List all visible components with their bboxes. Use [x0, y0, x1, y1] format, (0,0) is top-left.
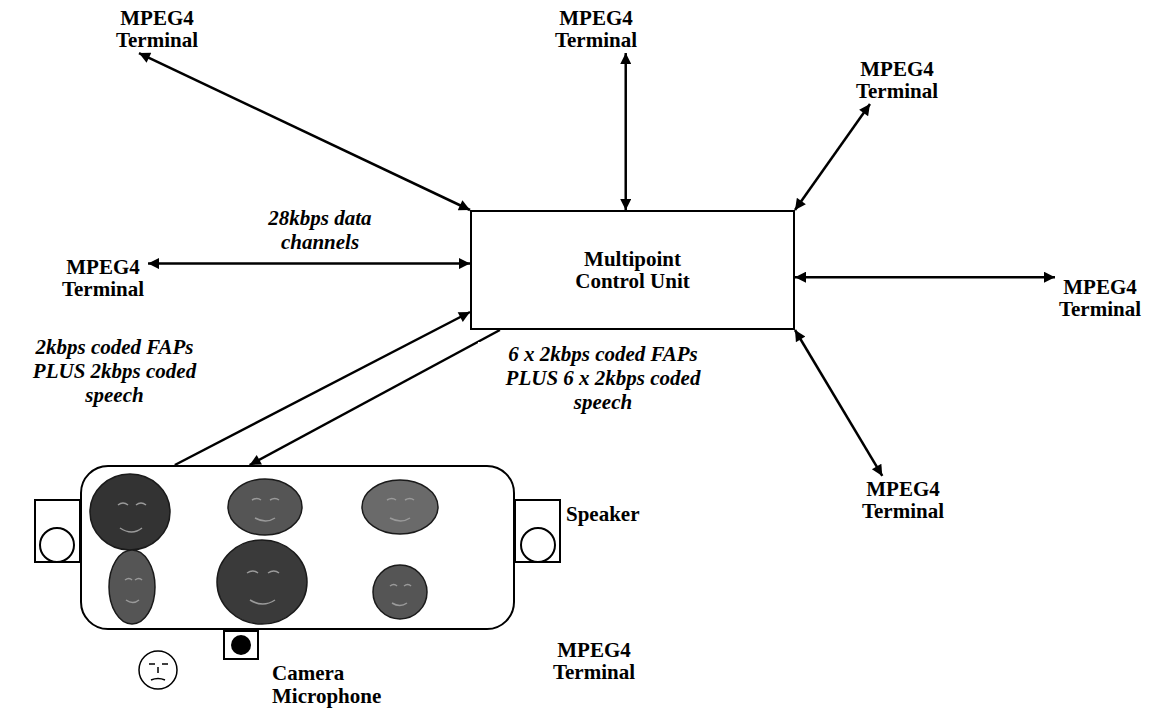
- camera-body: [224, 631, 258, 659]
- face-thumbnails: [90, 474, 438, 624]
- node-text: MPEG4 Terminal: [856, 58, 938, 102]
- terminal-label: MPEG4 Terminal: [551, 5, 641, 53]
- node-text: MPEG4 Terminal: [555, 7, 637, 51]
- node-text: MPEG4 Terminal: [862, 478, 944, 522]
- part-label: Camera Microphone: [272, 662, 381, 708]
- terminal-label: MPEG4 Terminal: [112, 5, 202, 53]
- speaker-box: [515, 500, 560, 562]
- connector-arrow: [139, 53, 470, 210]
- speaker-box: [35, 500, 80, 562]
- connector-arrow: [250, 330, 500, 465]
- terminal-label: MPEG4 Terminal: [858, 476, 948, 524]
- node-text: MPEG4 Terminal: [62, 256, 144, 300]
- speaker-cone: [521, 528, 555, 562]
- node-text: MPEG4 Terminal: [553, 639, 635, 683]
- connector-arrow: [795, 104, 870, 210]
- edge-label: 28kbps data channels: [240, 206, 400, 254]
- user-face-icon: [139, 651, 177, 689]
- terminal-label: MPEG4 Terminal: [58, 254, 148, 302]
- face-features: [118, 499, 414, 606]
- speaker-cone: [40, 528, 74, 562]
- edge-label: 6 x 2kbps coded FAPs PLUS 6 x 2kbps code…: [478, 342, 728, 414]
- connector-arrow: [175, 312, 470, 465]
- connector-arrow: [795, 330, 882, 476]
- connector-arrow: [624, 53, 627, 210]
- terminal-screen: MPEG4 Terminal: [80, 465, 515, 630]
- terminal-label: MPEG4 Terminal: [1055, 274, 1145, 322]
- terminal-label: MPEG4 Terminal: [852, 56, 942, 104]
- control-unit-box: Multipoint Control Unit: [470, 210, 795, 330]
- part-label: Speaker: [566, 503, 640, 526]
- edge-label: 2kbps coded FAPs PLUS 2kbps coded speech: [12, 335, 217, 407]
- connector-arrow: [795, 276, 1055, 279]
- camera-lens: [231, 635, 251, 655]
- node-text: Multipoint Control Unit: [553, 248, 713, 292]
- connector-arrow: [148, 262, 470, 265]
- node-text: MPEG4 Terminal: [116, 7, 198, 51]
- node-text: MPEG4 Terminal: [1059, 276, 1141, 320]
